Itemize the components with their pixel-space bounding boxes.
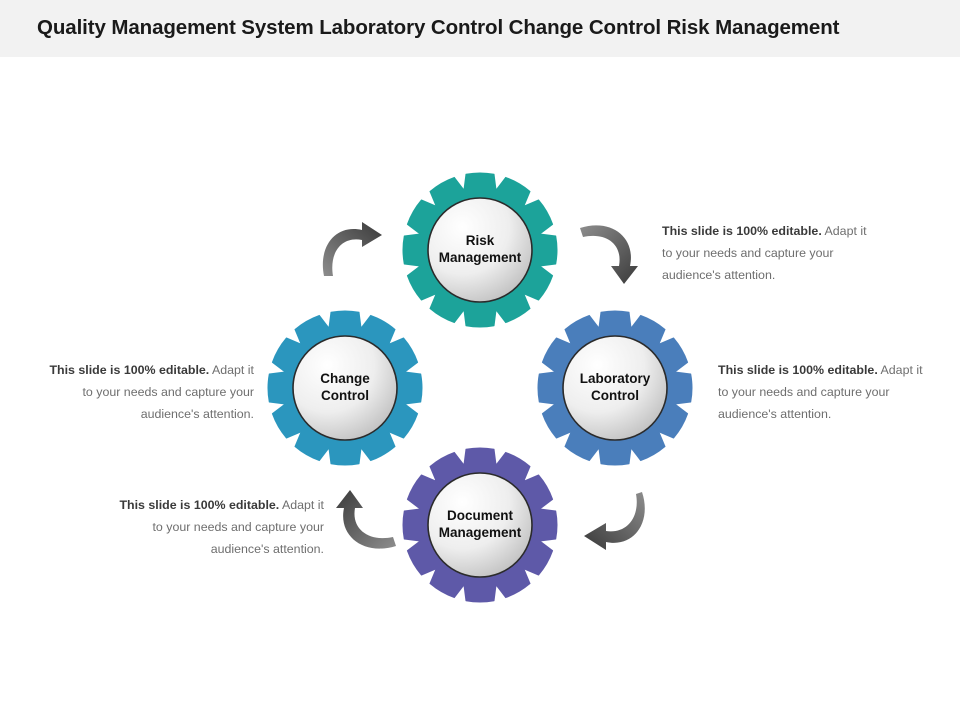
curved-arrow-icon-top-left — [316, 218, 388, 280]
callout-risk-rest: Adapt it to your needs and capture your … — [662, 224, 867, 282]
gear-document-management[interactable]: Document Management — [402, 447, 558, 603]
gear-change-control[interactable]: Change Control — [267, 310, 423, 466]
callout-change-rest: Adapt it to your needs and capture your … — [82, 363, 254, 421]
curved-arrow-icon-bottom-right — [580, 486, 656, 554]
curved-arrow-icon-bottom-left — [330, 486, 402, 554]
callout-laboratory-bold: This slide is 100% editable. — [718, 363, 878, 377]
gear-change-shape — [267, 310, 423, 466]
gear-risk-management[interactable]: Risk Management — [402, 172, 558, 328]
callout-document-bold: This slide is 100% editable. — [119, 498, 280, 512]
gear-document-shape — [402, 447, 558, 603]
gear-laboratory-shape — [537, 310, 693, 466]
curved-arrow-icon-top-right — [578, 218, 650, 286]
gear-laboratory-control[interactable]: Laboratory Control — [537, 310, 693, 466]
header-bar — [0, 0, 960, 57]
callout-laboratory: This slide is 100% editable. Adapt it to… — [718, 359, 930, 425]
callout-change: This slide is 100% editable. Adapt it to… — [42, 359, 254, 425]
callout-risk-bold: This slide is 100% editable. — [662, 224, 822, 238]
page-title: Quality Management System Laboratory Con… — [37, 16, 840, 39]
callout-document: This slide is 100% editable. Adapt it to… — [112, 494, 324, 560]
gear-risk-shape — [402, 172, 558, 328]
callout-risk: This slide is 100% editable. Adapt it to… — [662, 220, 874, 286]
callout-change-bold: This slide is 100% editable. — [49, 363, 210, 377]
callout-laboratory-rest: Adapt it to your needs and capture your … — [718, 363, 923, 421]
callout-document-rest: Adapt it to your needs and capture your … — [152, 498, 324, 556]
